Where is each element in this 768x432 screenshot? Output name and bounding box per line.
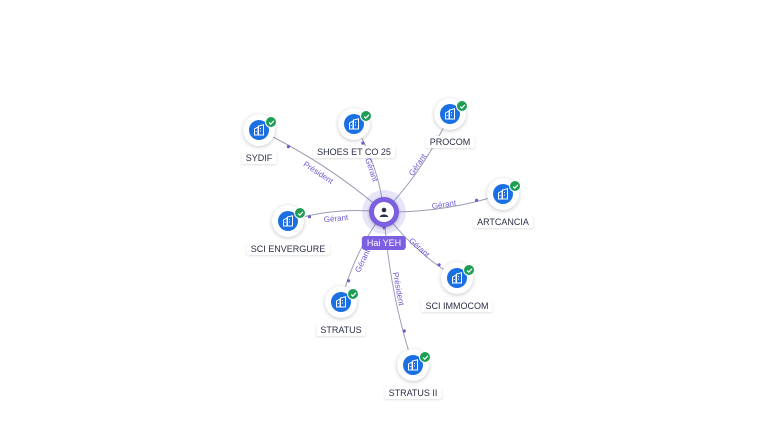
edge-label-shoes: Gérant xyxy=(363,157,380,184)
edge-arrow-sydif xyxy=(286,145,290,149)
edge-arrow-sci-immocom xyxy=(437,263,441,267)
edge-arrow-sci-envergure xyxy=(307,215,311,219)
person-icon xyxy=(379,207,389,217)
edge-stratus-ii xyxy=(383,211,414,366)
building-icon xyxy=(445,108,455,120)
building-icon xyxy=(254,124,264,136)
company-icon-bg xyxy=(493,184,513,204)
check-badge-icon xyxy=(419,351,431,363)
edge-arrow-shoes xyxy=(361,141,365,145)
building-icon xyxy=(408,359,418,371)
check-badge-icon xyxy=(294,207,306,219)
company-icon-bg xyxy=(344,114,364,134)
check-badge-icon xyxy=(509,180,521,192)
person-name[interactable]: Hai YEH xyxy=(361,236,407,250)
check-badge-icon xyxy=(347,288,359,300)
person-pin[interactable] xyxy=(369,197,399,227)
company-circle[interactable] xyxy=(441,262,473,294)
company-icon-bg xyxy=(278,211,298,231)
company-name[interactable]: STRATUS xyxy=(316,324,366,336)
edge-arrow-artcancia xyxy=(475,198,479,202)
edge-sydif xyxy=(258,129,385,213)
company-icon-bg xyxy=(447,268,467,288)
check-badge-icon xyxy=(456,100,468,112)
edge-label-sci-immocom: Gérant xyxy=(407,236,432,260)
check-badge-icon xyxy=(265,116,277,128)
company-icon-bg xyxy=(331,292,351,312)
building-icon xyxy=(336,296,346,308)
check-badge-icon xyxy=(463,264,475,276)
company-name[interactable]: SCI ENVERGURE xyxy=(246,243,330,255)
edge-label-sci-envergure: Gérant xyxy=(323,213,349,224)
company-circle[interactable] xyxy=(272,205,304,237)
company-name[interactable]: STRATUS II xyxy=(384,387,442,399)
company-name[interactable]: SCI IMMOCOM xyxy=(421,300,493,312)
company-name[interactable]: SHOES ET CO 25 xyxy=(313,146,395,158)
company-icon-bg xyxy=(440,104,460,124)
building-icon xyxy=(349,118,359,130)
company-name[interactable]: PROCOM xyxy=(425,136,475,148)
company-icon-bg xyxy=(249,120,269,140)
building-icon xyxy=(283,215,293,227)
company-name[interactable]: SYDIF xyxy=(241,152,277,164)
pin-tip xyxy=(380,224,388,230)
building-icon xyxy=(452,272,462,284)
edge-arrow-stratus xyxy=(347,279,351,283)
edge-label-artcancia: Gérant xyxy=(431,198,457,211)
edge-arrow-stratus-ii xyxy=(402,329,406,333)
company-icon-bg xyxy=(403,355,423,375)
edge-label-procom: Gérant xyxy=(407,151,429,177)
company-name[interactable]: ARTCANCIA xyxy=(473,216,533,228)
building-icon xyxy=(498,188,508,200)
edge-label-stratus: Gérant xyxy=(353,247,372,274)
check-badge-icon xyxy=(360,110,372,122)
